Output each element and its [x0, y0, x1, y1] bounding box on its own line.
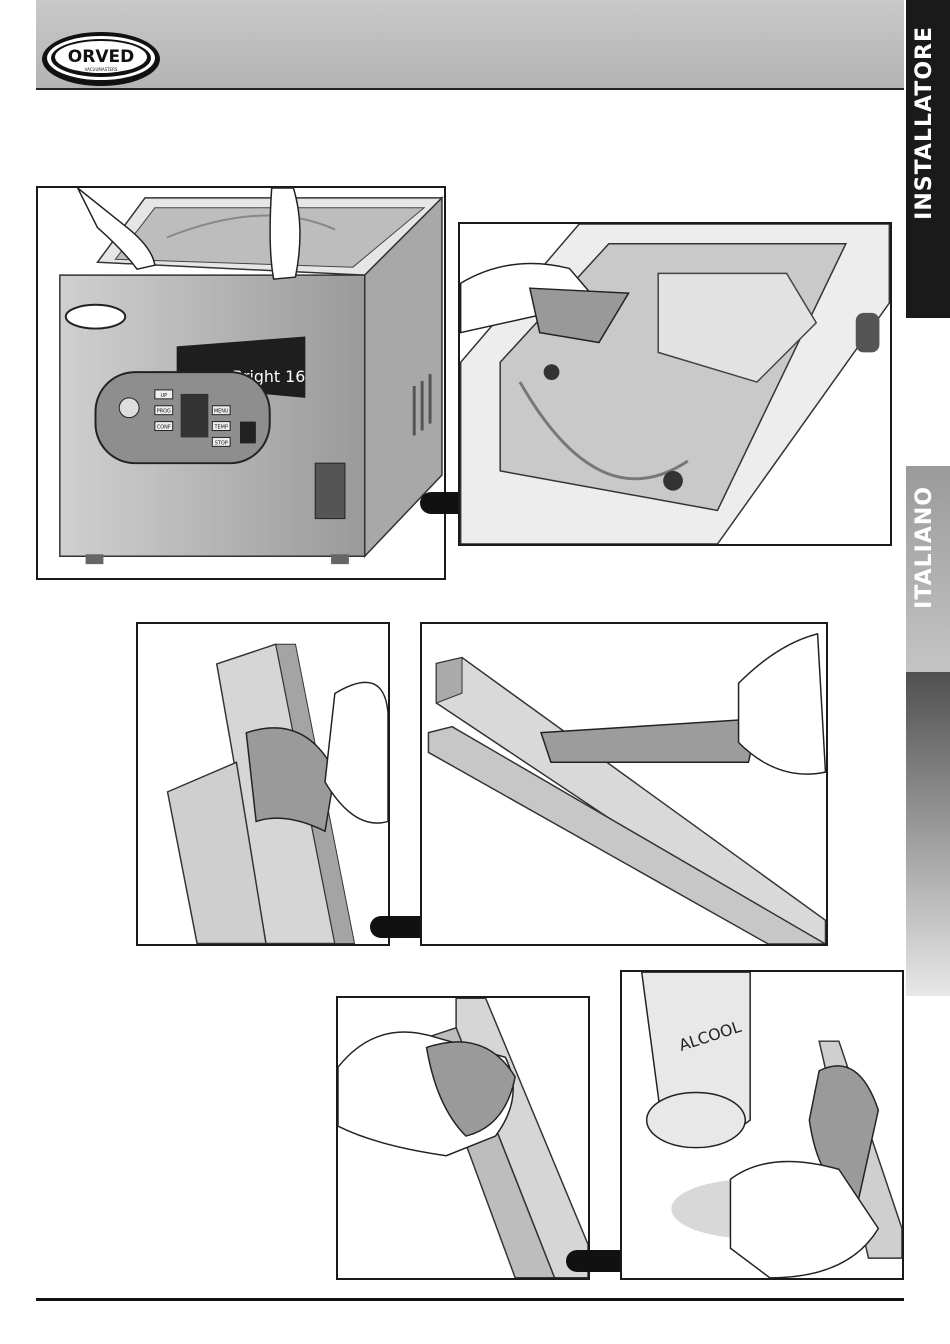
page-header [36, 0, 904, 90]
footer-rule [36, 1298, 904, 1301]
panel-button-label: CONF [157, 425, 171, 431]
figure-gasket-peel [136, 622, 390, 946]
side-label-language: ITALIANO [912, 486, 937, 609]
panel-button-label: STOP [215, 440, 228, 446]
side-tab-gradient [906, 672, 950, 996]
orved-logo: ORVED VACUUMASTERS [40, 30, 162, 88]
logo-brand: ORVED [68, 47, 134, 67]
panel-button-label: TEMP [214, 425, 228, 431]
figure-wipe-bar [336, 996, 590, 1280]
logo-tagline: VACUUMASTERS [85, 67, 118, 72]
panel-button-label: PROG [157, 409, 171, 415]
panel-button-label: MENU [214, 409, 229, 415]
figure-alcohol-clean: ALCOOL [620, 970, 904, 1280]
panel-button-label: UP [160, 393, 167, 399]
figure-gasket-strip [420, 622, 828, 946]
side-label-section: INSTALLATORE [912, 26, 937, 220]
figure-chamber-interior [458, 222, 892, 546]
